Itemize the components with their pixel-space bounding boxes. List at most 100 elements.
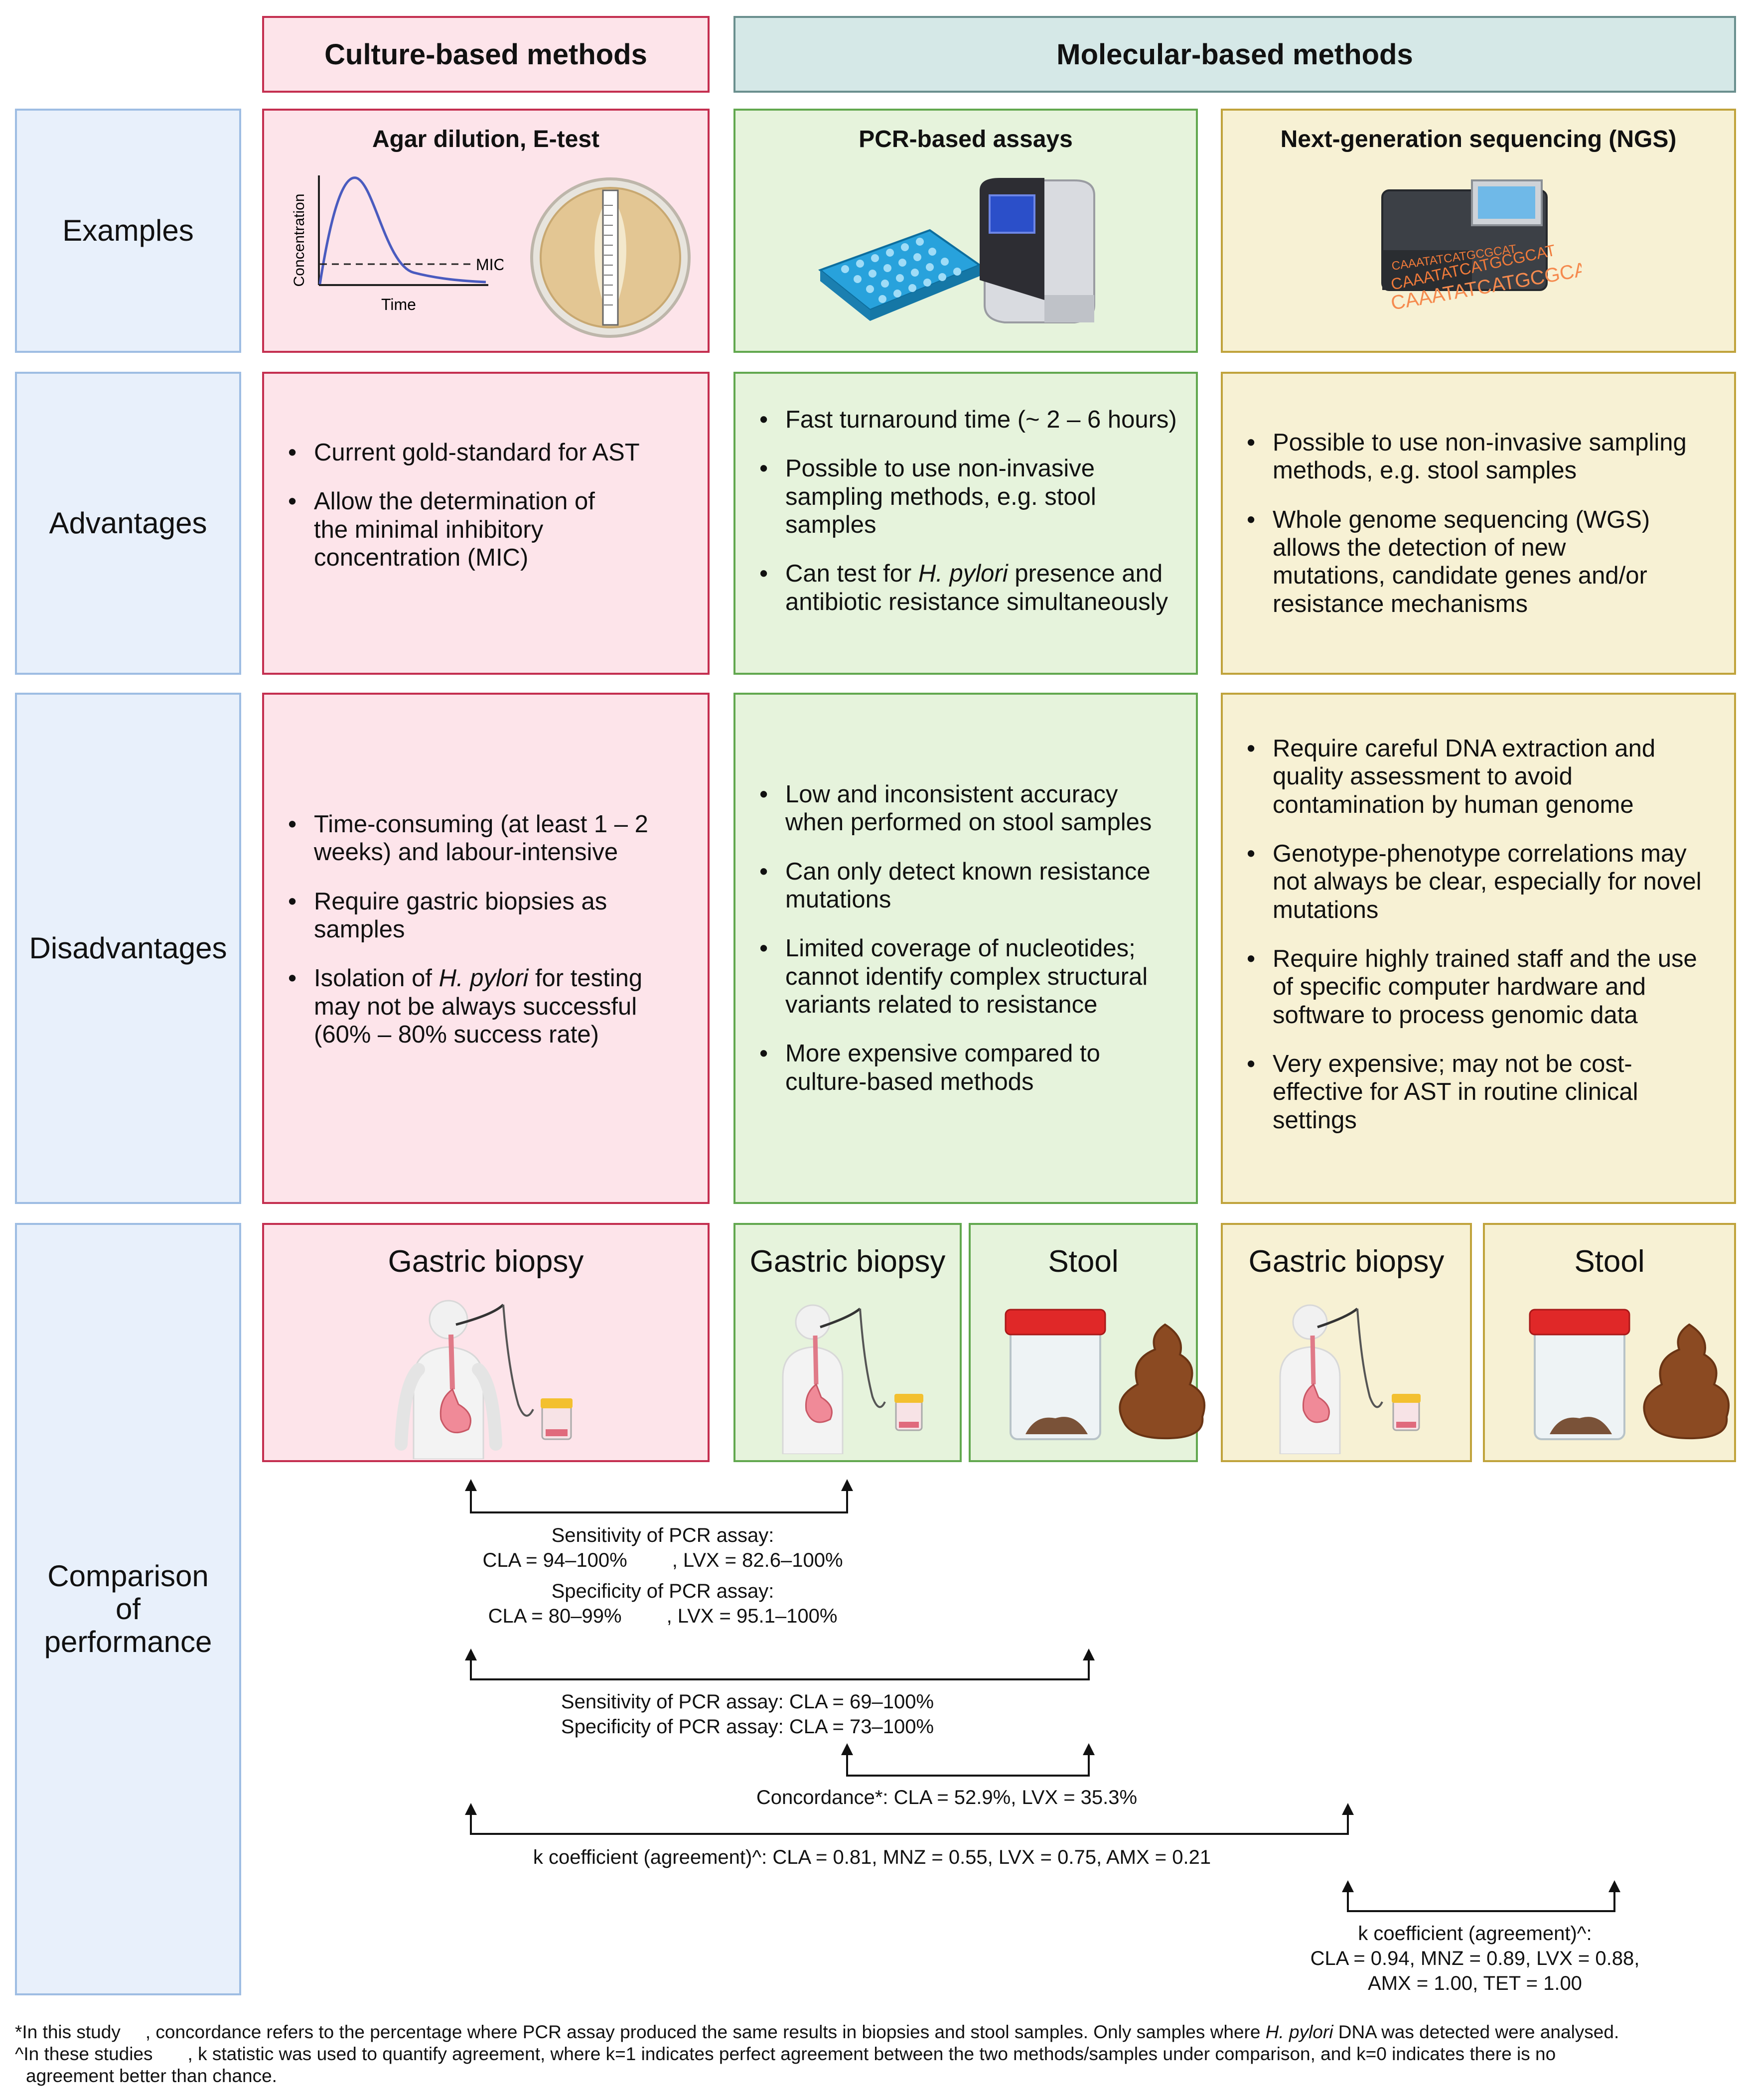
list-item: Limited coverage of nucleotides; cannot … bbox=[759, 934, 1184, 1019]
example-ngs-title: Next-generation sequencing (NGS) bbox=[1280, 126, 1677, 152]
example-pcr-title: PCR-based assays bbox=[859, 126, 1073, 152]
comparison-2-line1: Sensitivity of PCR assay: CLA = 69–100% bbox=[561, 1691, 934, 1713]
sample-ngs-stool-title: Stool bbox=[1574, 1244, 1645, 1279]
comparison-1-line2: CLA = 94–100%, LVX = 82.6–100% bbox=[438, 1548, 887, 1573]
italic-species-name: H. pylori bbox=[1265, 2022, 1333, 2042]
text-span: agreement better than chance. bbox=[26, 2066, 277, 2086]
stool-sample-illustration bbox=[1529, 1309, 1730, 1440]
list-item: Whole genome sequencing (WGS) allows the… bbox=[1247, 506, 1671, 618]
text-span: , LVX = 95.1–100% bbox=[666, 1605, 838, 1627]
bracket-pcr-biopsy-vs-stool bbox=[841, 1743, 1095, 1777]
sample-culture-biopsy-title: Gastric biopsy bbox=[388, 1244, 584, 1279]
italic-species-name: H. pylori bbox=[438, 965, 529, 992]
disadvantages-pcr-cell: Low and inconsistent accuracy when perfo… bbox=[733, 693, 1198, 1204]
comparison-5-line2: CLA = 0.94, MNZ = 0.89, LVX = 0.88, bbox=[1310, 1948, 1640, 1969]
list-item: Require highly trained staff and the use… bbox=[1247, 945, 1721, 1029]
list-item: Isolation of H. pylori for testing may n… bbox=[288, 964, 693, 1049]
example-pcr-cell: PCR-based assays bbox=[733, 109, 1198, 353]
row-label-comparison-line3: performance bbox=[44, 1625, 212, 1658]
bracket-culture-vs-pcr-stool bbox=[465, 1649, 1095, 1680]
list-item: Allow the determination of the minimal i… bbox=[288, 487, 633, 572]
disadvantages-culture-list: Time-consuming (at least 1 – 2 weeks) an… bbox=[264, 810, 703, 1069]
comparison-5-text: k coefficient (agreement)^: CLA = 0.94, … bbox=[1276, 1921, 1674, 1996]
text-span: presence and antibiotic resistance simul… bbox=[785, 560, 1168, 615]
list-item: Low and inconsistent accuracy when perfo… bbox=[759, 780, 1174, 837]
molecular-methods-header-text: Molecular-based methods bbox=[1056, 38, 1413, 71]
list-item: Very expensive; may not be cost-effectiv… bbox=[1247, 1050, 1681, 1134]
text-span: DNA was detected were analysed. bbox=[1338, 2022, 1619, 2042]
advantages-culture-list: Current gold-standard for AST Allow the … bbox=[264, 439, 713, 593]
example-culture-cell: Agar dilution, E-test Concentration Time… bbox=[262, 109, 710, 353]
comparison-1-line3: Specificity of PCR assay: bbox=[551, 1580, 774, 1602]
footnote-k-statistic-cont: agreement better than chance. bbox=[26, 2065, 277, 2087]
list-item: Genotype-phenotype correlations may not … bbox=[1247, 840, 1706, 924]
example-ngs-cell: Next-generation sequencing (NGS) CAAATAT… bbox=[1221, 109, 1736, 353]
graph-xlabel: Time bbox=[381, 296, 416, 313]
disadvantages-ngs-list: Require careful DNA extraction and quali… bbox=[1223, 735, 1731, 1155]
text-span: Isolation of bbox=[314, 965, 439, 992]
text-span: , concordance refers to the percentage w… bbox=[145, 2022, 1261, 2042]
row-label-disadvantages: Disadvantages bbox=[15, 693, 241, 1204]
text-span: *In this study bbox=[15, 2022, 121, 2042]
sample-pcr-biopsy-cell: Gastric biopsy bbox=[733, 1223, 962, 1462]
comparison-5-line3: AMX = 1.00, TET = 1.00 bbox=[1368, 1972, 1582, 1994]
graph-ylabel: Concentration bbox=[291, 194, 307, 287]
gastric-biopsy-illustration bbox=[1279, 1304, 1421, 1454]
comparison-4-text: k coefficient (agreement)^: CLA = 0.81, … bbox=[533, 1846, 1211, 1868]
row-label-examples: Examples bbox=[15, 109, 241, 353]
advantages-culture-cell: Current gold-standard for AST Allow the … bbox=[262, 372, 710, 675]
text-span: for testing may not be always successful… bbox=[314, 965, 643, 1049]
row-label-examples-text: Examples bbox=[62, 214, 194, 247]
list-item: More expensive compared to culture-based… bbox=[759, 1040, 1164, 1096]
list-item: Require careful DNA extraction and quali… bbox=[1247, 735, 1681, 819]
sample-pcr-biopsy-title: Gastric biopsy bbox=[749, 1244, 946, 1279]
row-label-comparison-line1: Comparison bbox=[47, 1559, 209, 1593]
list-item: Require gastric biopsies as samples bbox=[288, 888, 633, 944]
sample-ngs-stool-cell: Stool bbox=[1483, 1223, 1736, 1462]
culture-methods-header: Culture-based methods bbox=[262, 16, 710, 93]
advantages-ngs-list: Possible to use non-invasive sampling me… bbox=[1223, 429, 1711, 639]
comparison-2-line2: Specificity of PCR assay: CLA = 73–100% bbox=[561, 1716, 934, 1738]
text-span: , k statistic was used to quantify agree… bbox=[187, 2044, 1556, 2064]
comparison-1-line4: CLA = 80–99% , LVX = 95.1–100% bbox=[438, 1604, 887, 1629]
comparison-2-text: Sensitivity of PCR assay: CLA = 69–100% … bbox=[498, 1689, 997, 1739]
molecular-methods-header: Molecular-based methods bbox=[733, 16, 1736, 93]
petri-dish-etest-icon bbox=[530, 177, 691, 338]
sample-pcr-stool-cell: Stool bbox=[969, 1223, 1206, 1462]
disadvantages-ngs-cell: Require careful DNA extraction and quali… bbox=[1221, 693, 1736, 1204]
pcr-machine-icon bbox=[980, 178, 1095, 323]
row-label-disadvantages-text: Disadvantages bbox=[29, 931, 227, 965]
advantages-ngs-cell: Possible to use non-invasive sampling me… bbox=[1221, 372, 1736, 675]
text-span: , LVX = 82.6–100% bbox=[672, 1549, 843, 1571]
footnote-k-statistic: ^In these studies , k statistic was used … bbox=[15, 2043, 1556, 2065]
row-label-advantages: Advantages bbox=[15, 372, 241, 675]
gastric-biopsy-illustration bbox=[782, 1304, 923, 1454]
row-label-comparison: Comparison of performance bbox=[15, 1223, 241, 1995]
list-item: Current gold-standard for AST bbox=[288, 439, 713, 467]
text-span: CLA = 80–99% bbox=[488, 1605, 622, 1627]
comparison-3-text: Concordance*: CLA = 52.9%, LVX = 35.3% bbox=[756, 1787, 1138, 1808]
comparison-5-line1: k coefficient (agreement)^: bbox=[1358, 1923, 1592, 1945]
disadvantages-culture-cell: Time-consuming (at least 1 – 2 weeks) an… bbox=[262, 693, 710, 1204]
list-item: Time-consuming (at least 1 – 2 weeks) an… bbox=[288, 810, 683, 867]
sequencer-icon: CAAATATCATGCGCAT CAAATATCATGCGCAT CAAATA… bbox=[1381, 179, 1582, 314]
row-label-comparison-line2: of bbox=[115, 1592, 141, 1626]
text-span: Can test for bbox=[785, 560, 918, 588]
graph-mic-label: MIC bbox=[476, 256, 503, 274]
pcr-plate-icon bbox=[818, 229, 982, 321]
example-culture-title: Agar dilution, E-test bbox=[372, 126, 599, 152]
sample-culture-biopsy-cell: Gastric biopsy bbox=[262, 1223, 710, 1462]
list-item: Possible to use non-invasive sampling me… bbox=[1247, 429, 1706, 485]
italic-species-name: H. pylori bbox=[918, 560, 1008, 588]
bracket-culture-vs-pcr-biopsy bbox=[465, 1479, 853, 1513]
culture-methods-header-text: Culture-based methods bbox=[324, 38, 647, 71]
stool-sample-illustration bbox=[1005, 1309, 1206, 1440]
advantages-pcr-list: Fast turnaround time (~ 2 – 6 hours) Pos… bbox=[735, 406, 1204, 637]
list-item: Possible to use non-invasive sampling me… bbox=[759, 454, 1134, 539]
disadvantages-pcr-list: Low and inconsistent accuracy when perfo… bbox=[735, 780, 1204, 1117]
text-span: ^In these studies bbox=[15, 2044, 153, 2064]
list-item: Can test for H. pylori presence and anti… bbox=[759, 560, 1194, 616]
bracket-culture-vs-ngs-biopsy bbox=[465, 1803, 1354, 1835]
bracket-ngs-biopsy-vs-stool bbox=[1342, 1880, 1620, 1912]
sample-pcr-stool-title: Stool bbox=[1048, 1244, 1119, 1279]
